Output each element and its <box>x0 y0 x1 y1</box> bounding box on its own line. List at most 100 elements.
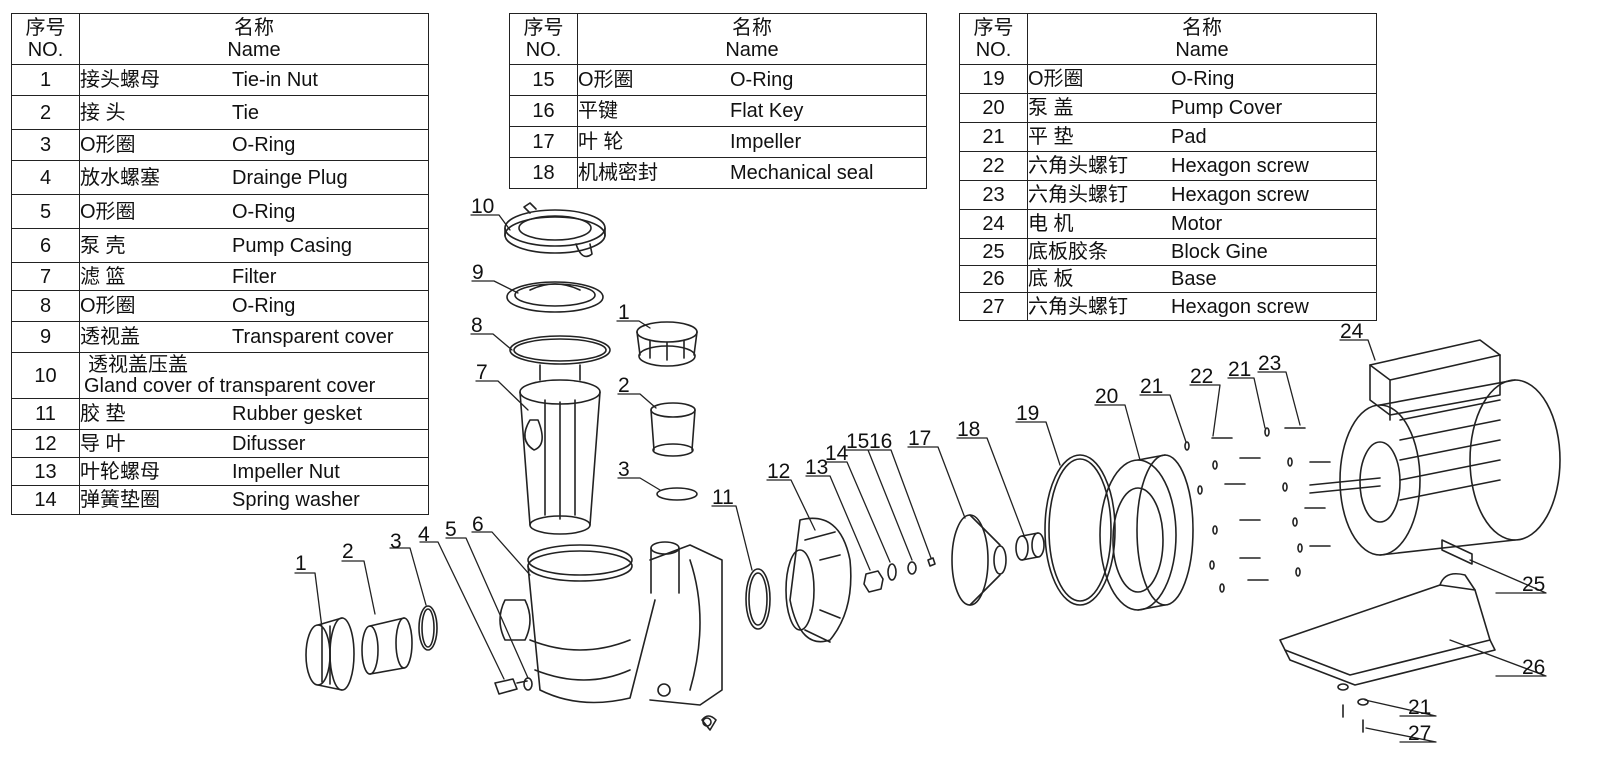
callout-4: 4 <box>418 523 430 546</box>
part-name-chinese: 六角头螺钉 <box>1028 155 1128 177</box>
part-flat-key <box>927 557 936 567</box>
part-name-chinese: 叶 轮 <box>578 131 624 153</box>
part-number: 19 <box>959 64 1028 94</box>
part-number: 27 <box>959 292 1028 321</box>
part-name-english: Rubber gesket <box>232 403 363 425</box>
part-name-english: Pump Casing <box>232 234 353 257</box>
part-name-english: Pad <box>1171 126 1207 148</box>
part-number: 6 <box>11 228 80 263</box>
part-number: 15 <box>509 64 578 96</box>
part-name-english: O-Ring <box>232 134 296 156</box>
callout-17: 17 <box>908 427 931 450</box>
part-name: 泵 盖 Pump Cover <box>1027 93 1377 123</box>
callout-3: 3 <box>390 530 402 553</box>
callout-19: 19 <box>1016 402 1039 425</box>
part-name-chinese: 叶轮螺母 <box>80 460 160 483</box>
part-name-english: Difusser <box>232 432 306 455</box>
part-name-chinese: 透视盖 <box>80 326 140 348</box>
part-number: 5 <box>11 194 80 229</box>
part-name-english: Pump Cover <box>1171 97 1283 119</box>
part-name-chinese: 电 机 <box>1028 213 1074 235</box>
part-spring-washer <box>887 563 897 581</box>
part-diffuser <box>785 517 852 643</box>
part-screws-washers <box>1184 427 1331 593</box>
part-name-english: Impeller <box>730 131 802 153</box>
part-name-english: Flat Key <box>730 100 804 122</box>
part-mechanical-seal <box>1015 532 1045 561</box>
part-name-english: Motor <box>1171 213 1223 235</box>
callout-24: 24 <box>1340 320 1364 343</box>
part-number: 11 <box>11 398 80 430</box>
callout-6: 6 <box>472 513 484 536</box>
part-name-english: O-Ring <box>232 295 296 317</box>
part-base <box>1279 572 1496 686</box>
part-number: 26 <box>959 265 1028 293</box>
callout-27: 27 <box>1408 722 1431 745</box>
callout-3b: 3 <box>618 458 630 481</box>
part-motor <box>1309 339 1561 556</box>
part-name-english: Tie <box>232 101 260 124</box>
callout-13: 13 <box>805 456 828 479</box>
part-filter-basket <box>519 364 601 535</box>
part-drain-plug <box>494 678 528 695</box>
part-name-english: Transparent cover <box>232 326 394 348</box>
part-name-chinese: 滤 篮 <box>80 265 126 288</box>
part-transparent-cover <box>506 281 604 313</box>
part-name-english: O-Ring <box>730 69 794 91</box>
part-name-english: Block Gine <box>1171 241 1268 263</box>
part-name-chinese: 泵 盖 <box>1028 97 1074 119</box>
part-name: 泵 壳 Pump Casing <box>79 228 429 263</box>
callout-20: 20 <box>1095 385 1118 408</box>
callout-16: 16 <box>869 430 892 453</box>
part-name-chinese: 弹簧垫圈 <box>80 489 160 511</box>
part-name: 透视盖 Transparent cover <box>79 321 429 353</box>
part-number: 4 <box>11 160 80 195</box>
part-number: 18 <box>509 157 578 189</box>
callout-22: 22 <box>1190 365 1213 388</box>
callout-26: 26 <box>1522 656 1545 679</box>
part-name-chinese: 泵 壳 <box>80 234 126 257</box>
part-name-english: Base <box>1171 268 1217 290</box>
part-name-chinese: 机械密封 <box>578 162 658 184</box>
part-number: 16 <box>509 95 578 127</box>
part-rubber-gasket <box>745 568 771 630</box>
callout-21: 21 <box>1140 375 1163 398</box>
part-name-chinese: 接 头 <box>80 101 126 124</box>
callout-8: 8 <box>471 314 483 337</box>
callout-7: 7 <box>476 361 488 384</box>
callout-11: 11 <box>712 486 734 509</box>
part-name-english: O-Ring <box>1171 68 1235 90</box>
part-tie-in-nut-left <box>305 617 355 691</box>
part-name: 滤 篮 Filter <box>79 262 429 291</box>
callout-2b: 2 <box>618 374 630 397</box>
part-name-chinese: 导 叶 <box>80 432 126 455</box>
part-name-english: Filter <box>232 265 277 288</box>
part-tie-left <box>361 617 413 675</box>
part-name-chinese: O形圈 <box>578 69 634 91</box>
part-name-english: O-Ring <box>232 200 296 223</box>
part-gland-cover <box>504 202 606 258</box>
part-number: 1 <box>11 64 80 96</box>
